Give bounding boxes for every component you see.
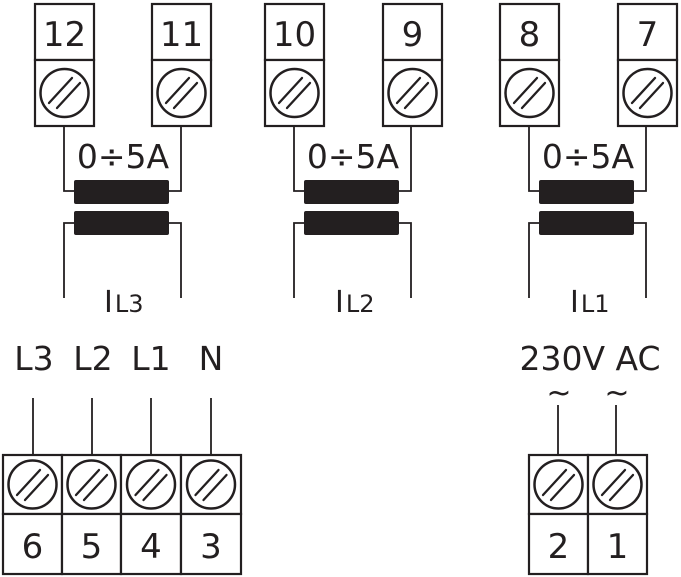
top-terminal-10: 10 [263, 2, 326, 128]
supply-terminal-block: 2 1 [527, 453, 649, 576]
bottom-terminal-2: 2 [527, 453, 590, 576]
voltage-label-l3: L3 [14, 339, 53, 378]
bottom-terminal-6: 6 [1, 453, 64, 576]
screw-terminal-icon [622, 67, 673, 119]
terminal-number: 12 [43, 15, 86, 55]
tilde-symbol: ~ [546, 376, 571, 411]
screw-terminal-icon [185, 459, 237, 510]
terminal-number: 9 [402, 15, 424, 55]
voltage-label-n: N [199, 339, 224, 378]
voltage-label-l1: L1 [131, 339, 170, 378]
current-transformer-icon [539, 180, 634, 235]
transformer-range: 0÷5A [307, 137, 400, 176]
screw-terminal-icon [7, 459, 58, 510]
top-terminal-11: 11 [150, 2, 213, 128]
terminal-number: 5 [81, 527, 103, 567]
current-transformer-l3: 0÷5A IL3 [63, 126, 182, 320]
terminal-number: 10 [273, 15, 316, 55]
bottom-terminal-1: 1 [586, 453, 649, 576]
terminal-number: 4 [140, 527, 162, 567]
terminal-number: 6 [22, 527, 44, 567]
screw-terminal-icon [592, 459, 643, 510]
transformer-range: 0÷5A [542, 137, 635, 176]
current-transformer-icon [74, 180, 169, 235]
current-transformer-icon [304, 180, 399, 235]
bottom-terminal-5: 5 [60, 453, 123, 576]
voltage-terminal-block: 6 5 4 [1, 453, 243, 576]
top-terminal-12: 12 [33, 2, 96, 128]
screw-terminal-icon [387, 67, 438, 119]
current-label: IL3 [104, 285, 144, 320]
screw-terminal-icon [504, 67, 555, 119]
voltage-input-labels: L3 L2 L1 N [14, 339, 223, 378]
bottom-terminal-3: 3 [179, 453, 243, 576]
screw-terminal-icon [269, 67, 320, 119]
screw-terminal-icon [125, 459, 177, 510]
terminal-number: 8 [519, 15, 541, 55]
screw-terminal-icon [39, 67, 90, 119]
transformer-range: 0÷5A [77, 137, 170, 176]
screw-terminal-icon [156, 67, 207, 119]
voltage-label-l2: L2 [73, 339, 112, 378]
top-terminal-9: 9 [381, 2, 444, 128]
terminal-number: 11 [160, 15, 203, 55]
screw-terminal-icon [533, 459, 584, 510]
top-terminal-7: 7 [616, 2, 679, 128]
terminal-number: 7 [637, 15, 659, 55]
bottom-terminal-4: 4 [119, 453, 183, 576]
terminal-number: 3 [200, 527, 222, 567]
terminal-number: 1 [607, 527, 629, 567]
current-transformer-l1: 0÷5A IL1 [528, 126, 647, 320]
tilde-symbol: ~ [604, 376, 629, 411]
terminal-number: 2 [548, 527, 570, 567]
current-transformer-l2: 0÷5A IL2 [293, 126, 412, 320]
top-terminal-8: 8 [498, 2, 561, 128]
supply-label: 230V AC [519, 339, 660, 378]
current-label: IL1 [570, 285, 610, 320]
screw-terminal-icon [66, 459, 117, 510]
current-label: IL2 [335, 285, 375, 320]
